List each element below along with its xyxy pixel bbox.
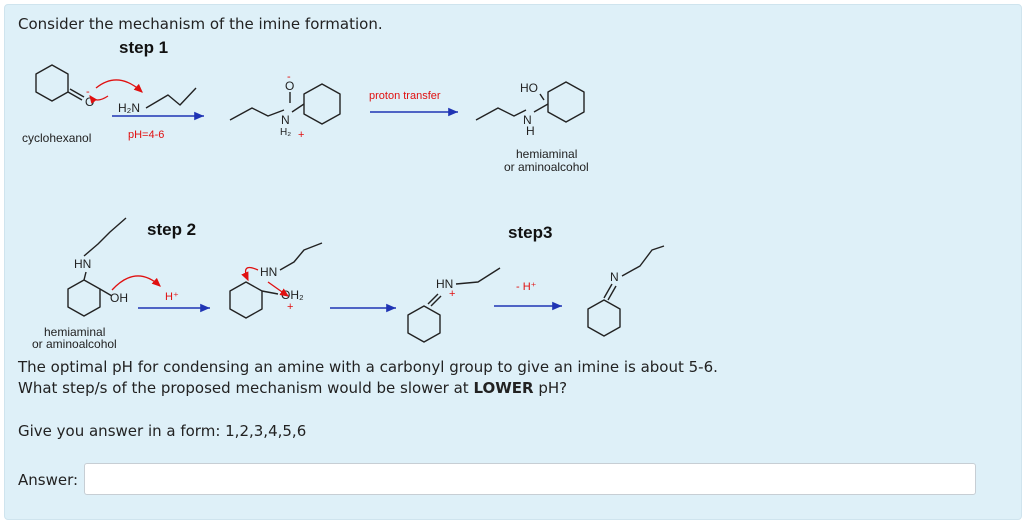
svg-text:+: + (449, 288, 455, 300)
svg-text:HO: HO (520, 81, 538, 95)
mechanism-scheme: O - H₂N pH=4-6 cyclohexanol N H₂ + O - p… (22, 64, 665, 350)
ph-condition: pH=4-6 (128, 129, 164, 141)
svg-text:+: + (298, 129, 304, 141)
charge-minus-1: - (86, 86, 90, 98)
question-paragraph-2-suffix: pH? (533, 379, 568, 397)
answer-label: Answer: (18, 471, 79, 489)
question-panel (4, 4, 1022, 520)
svg-text:OH₂: OH₂ (281, 288, 304, 302)
svg-text:N: N (281, 113, 290, 127)
hemiaminal-molecule-1: N H HO (475, 81, 585, 138)
minus-hplus-label: - H⁺ (516, 281, 537, 293)
hemiaminal-label-2: hemiaminal (44, 325, 105, 339)
svg-text:HN: HN (74, 257, 91, 271)
step-3-label: step3 (508, 223, 553, 242)
svg-text:N: N (610, 270, 619, 284)
svg-text:H₂: H₂ (280, 127, 291, 138)
svg-text:N: N (523, 113, 532, 127)
aminoalcohol-label-2: or aminoalcohol (32, 337, 117, 350)
question-paragraph-1: The optimal pH for condensing an amine w… (18, 358, 718, 376)
imine-product: N (587, 245, 665, 337)
propyl-chain-1 (145, 87, 197, 109)
cyclohexanol-label: cyclohexanol (22, 131, 91, 145)
step-1-label: step 1 (119, 38, 169, 57)
svg-text:H: H (526, 124, 535, 138)
hemiaminal-label-1: hemiaminal (516, 147, 577, 161)
svg-text:OH: OH (110, 291, 128, 305)
aminoalcohol-label-1: or aminoalcohol (504, 160, 589, 174)
answer-input[interactable] (84, 463, 976, 495)
step-2-label: step 2 (147, 220, 197, 239)
svg-text:O: O (285, 79, 294, 93)
question-paragraph-2: What step/s of the proposed mechanism wo… (18, 379, 567, 397)
question-paragraph-2-prefix: What step/s of the proposed mechanism wo… (18, 379, 474, 397)
curved-arrow-protonation (111, 275, 161, 291)
proton-transfer-label: proton transfer (369, 90, 441, 102)
protonated-hemiaminal: HN OH₂ + (229, 242, 323, 319)
iminium-ion: HN + (407, 267, 501, 343)
curved-arrow-leaving-water (267, 281, 290, 297)
curved-arrow-lone-pair (241, 266, 259, 282)
curved-arrow-step1 (95, 79, 143, 93)
question-intro: Consider the mechanism of the imine form… (18, 15, 383, 33)
question-emphasis-lower: LOWER (473, 379, 534, 397)
svg-text:-: - (287, 71, 291, 83)
curved-arrow-co (89, 95, 109, 104)
hemiaminal-molecule-2: HN OH (67, 217, 128, 317)
svg-text:HN: HN (260, 265, 277, 279)
cyclohexanone-molecule: O - (35, 64, 94, 109)
svg-text:HN: HN (436, 277, 453, 291)
question-paragraph-3: Give you answer in a form: 1,2,3,4,5,6 (18, 422, 307, 440)
zwitterion-intermediate: N H₂ + O - (229, 71, 341, 141)
svg-text:+: + (287, 301, 293, 313)
atom-h2n: H₂N (118, 101, 140, 115)
hplus-reagent: H⁺ (165, 291, 179, 303)
